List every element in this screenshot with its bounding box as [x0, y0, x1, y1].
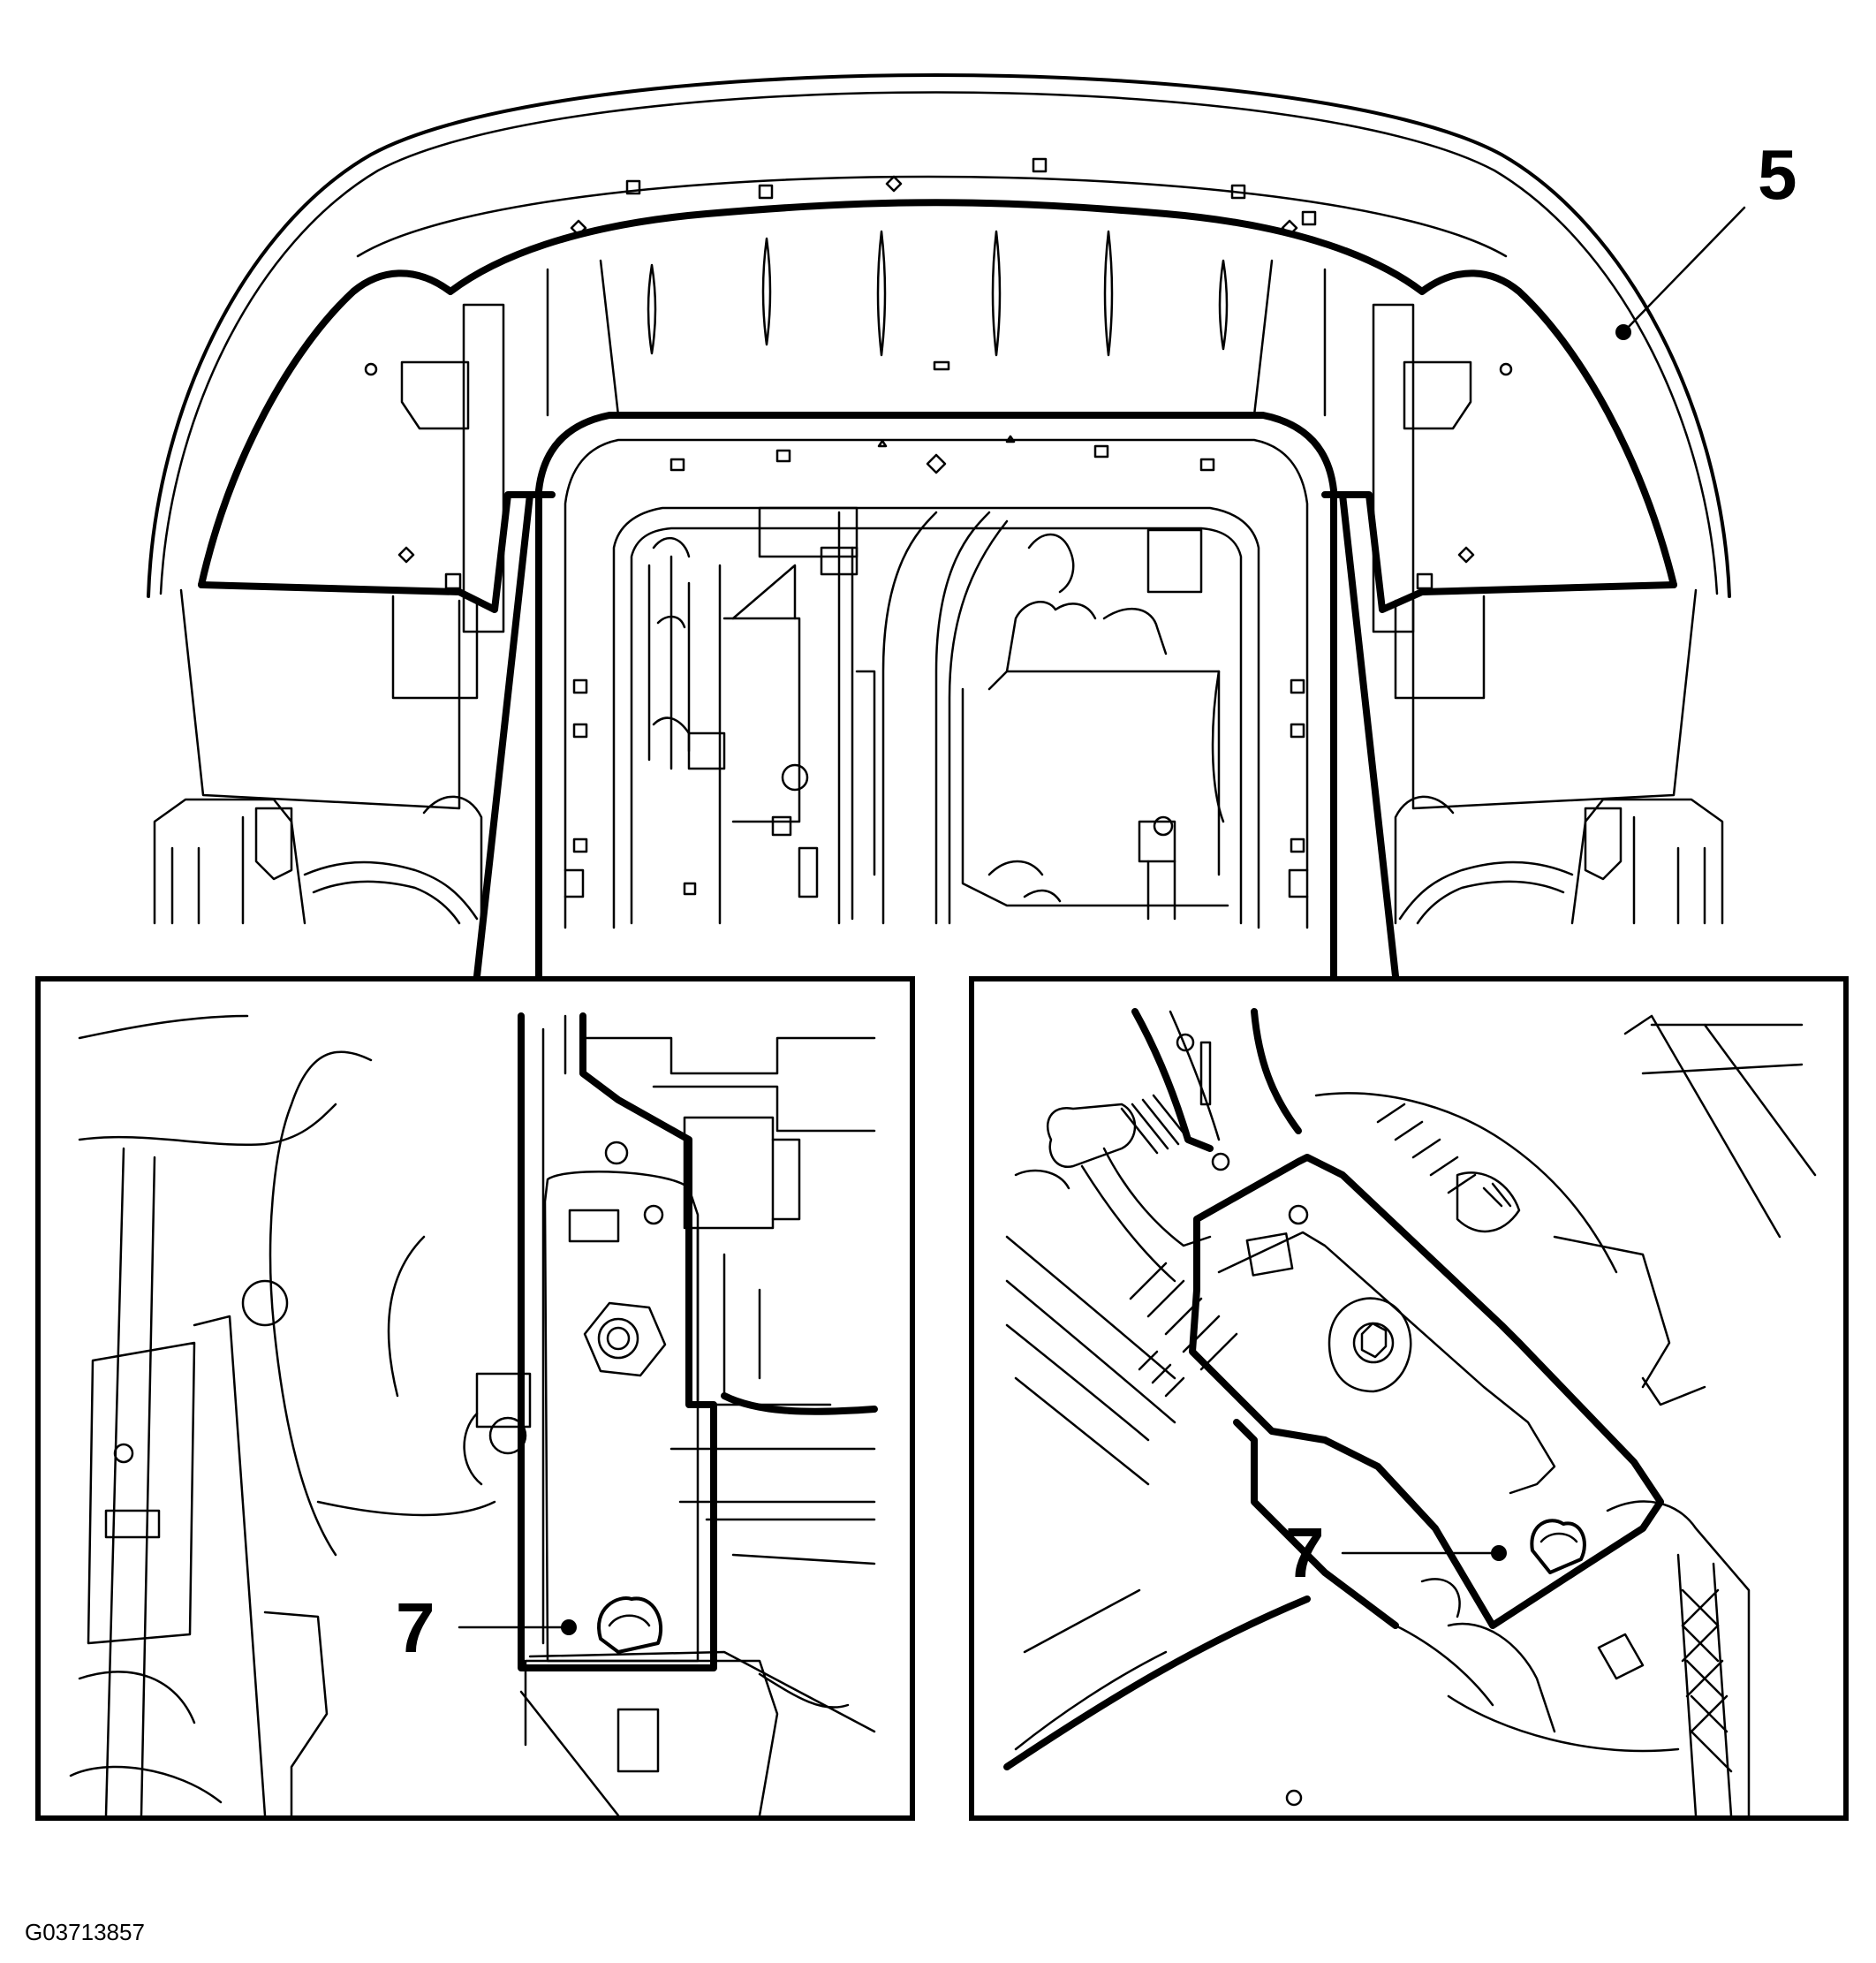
bumper-callout-label: 5: [1758, 135, 1797, 214]
bumper-cover: [147, 73, 1731, 613]
right-fastener-marker: [1491, 1545, 1507, 1561]
main-view: [147, 73, 1731, 980]
side-brackets: [179, 303, 1698, 810]
lower-right-assembly: [1394, 795, 1724, 925]
bumper-tabs: [570, 157, 1317, 237]
lower-left-assembly: [153, 795, 483, 925]
right-fastener-callout-label: 7: [1285, 1513, 1325, 1592]
zoom-connectors: [473, 491, 1399, 980]
left-fastener-callout-label: 7: [396, 1588, 435, 1667]
left-detail-view: [35, 976, 915, 1821]
left-fastener-marker: [561, 1619, 577, 1635]
bumper-ribs: [546, 230, 1327, 417]
callout-5-leader: [1615, 206, 1746, 340]
bumper-marker: [1615, 324, 1631, 340]
left-compartment-details: [647, 506, 876, 925]
figure-id: G03713857: [25, 1919, 145, 1945]
right-detail-view: [969, 976, 1849, 1821]
right-compartment-details: [961, 528, 1229, 921]
underbody-frame: [535, 412, 1337, 980]
